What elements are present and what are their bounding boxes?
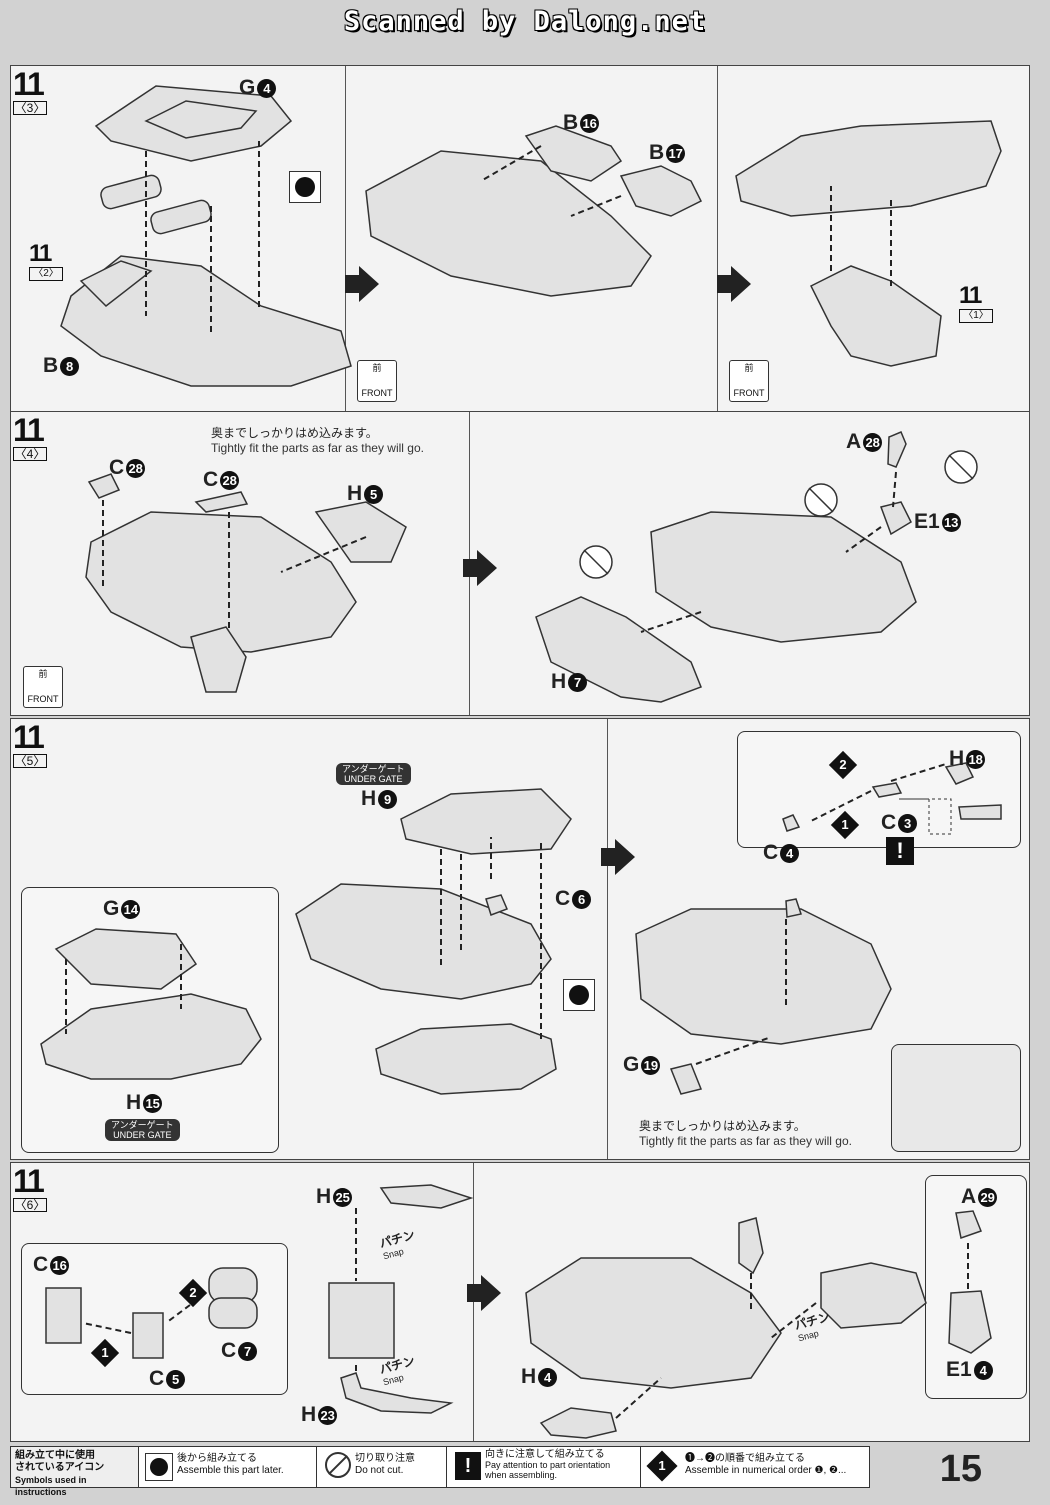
ref-step-11-1: 11〈1〉 [959,284,993,323]
assemble-later-icon [289,171,321,203]
detail-inset [891,1044,1021,1152]
assemble-later-icon [145,1453,173,1481]
attention-icon: ! [886,837,914,865]
step-number: 11〈6〉 [13,1163,47,1212]
assembly-illustration [40,762,1002,1095]
next-arrow [717,266,751,302]
next-arrow [601,839,635,875]
tight-fit-note: 奥までしっかりはめ込みます。Tightly fit the parts as f… [639,1119,852,1148]
step-11-3-panel: 11〈3〉 [10,65,1030,440]
step-number: 11〈4〉 [13,412,47,461]
assembly-illustration [85,431,978,703]
step-11-5-panel: 11〈5〉 [10,718,1030,1160]
next-arrow [463,550,497,586]
step-11-4-panel: 11〈4〉 奥までしっかりはめ込みます。Tightly fit t [10,411,1030,716]
assemble-later-icon [563,979,595,1011]
order-step-1-icon: 1 [90,1338,120,1368]
order-step-2-icon: 2 [828,750,858,780]
step-number: 11〈3〉 [13,66,47,115]
ref-step-11-2: 11〈2〉 [29,242,63,281]
tight-fit-note: 奥までしっかりはめ込みます。Tightly fit the parts as f… [211,426,424,455]
sub-assembly-a29-e14 [925,1175,1027,1399]
assembly-illustration [60,85,1002,387]
watermark: Scanned by Dalong.net [343,6,707,37]
next-arrow [467,1275,501,1311]
assembly-illustration [45,1184,992,1439]
numerical-order-icon: 1 [646,1450,678,1482]
order-step-1-icon: 1 [830,810,860,840]
order-step-2-icon: 2 [178,1278,208,1308]
step-number: 11〈5〉 [13,719,47,768]
page-number: 15 [939,1448,982,1490]
attention-icon: ! [455,1452,481,1480]
do-not-cut-icon [325,1452,351,1478]
next-arrow [345,266,379,302]
